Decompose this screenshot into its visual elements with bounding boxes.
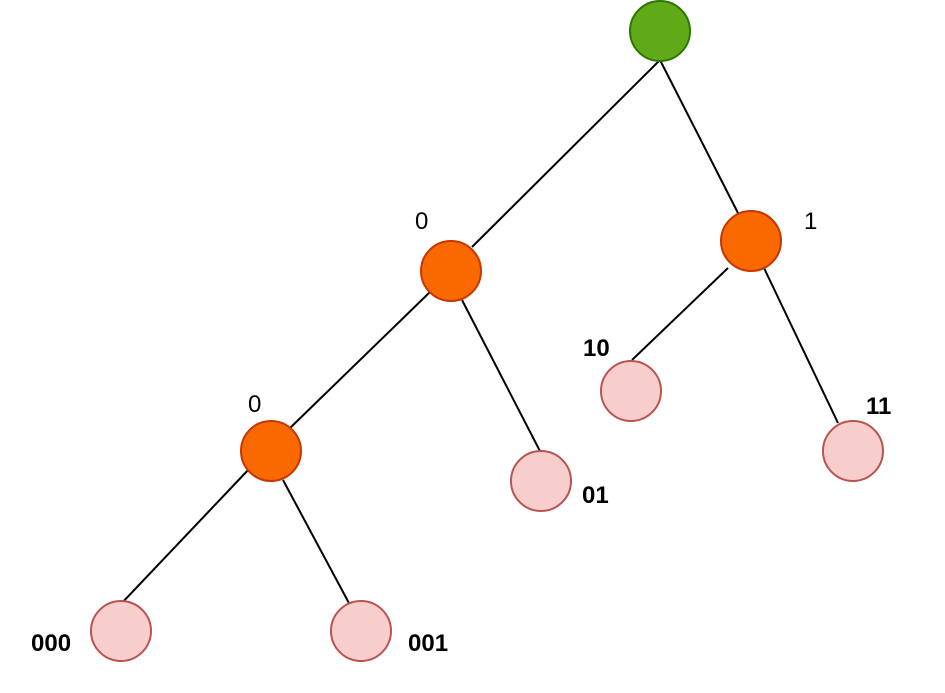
code-labels: 000 001 01 10 11	[31, 335, 891, 657]
edge-n00-leaf-000	[119, 467, 251, 606]
leaf-node-10	[600, 360, 662, 422]
tree-nodes	[90, 0, 884, 662]
code-label-01: 01	[582, 482, 609, 509]
internal-node-0	[420, 240, 482, 302]
code-label-11: 11	[866, 393, 891, 420]
edge-n1-leaf-10	[631, 267, 729, 361]
bit-label-n0: 0	[415, 208, 428, 235]
edge-n0-leaf-01	[461, 299, 543, 456]
leaf-node-01	[510, 450, 572, 512]
internal-node-00	[240, 420, 302, 482]
edge-n0-n00	[289, 291, 431, 429]
tree-edges	[119, 59, 839, 606]
code-label-10: 10	[583, 335, 610, 362]
internal-node-1	[720, 210, 782, 272]
leaf-node-000	[90, 600, 152, 662]
edge-n1-leaf-11	[763, 267, 839, 424]
code-label-001: 001	[408, 630, 448, 657]
edge-n00-leaf-001	[282, 479, 351, 606]
root-node	[629, 0, 691, 62]
bit-label-n00: 0	[248, 391, 261, 418]
edge-root-n1	[659, 59, 739, 214]
bit-label-n1: 1	[804, 208, 817, 235]
edge-root-n0	[471, 59, 661, 248]
leaf-node-001	[330, 600, 392, 662]
leaf-node-11	[822, 420, 884, 482]
code-label-000: 000	[31, 630, 71, 657]
bit-labels: 0 1 0	[248, 208, 817, 418]
